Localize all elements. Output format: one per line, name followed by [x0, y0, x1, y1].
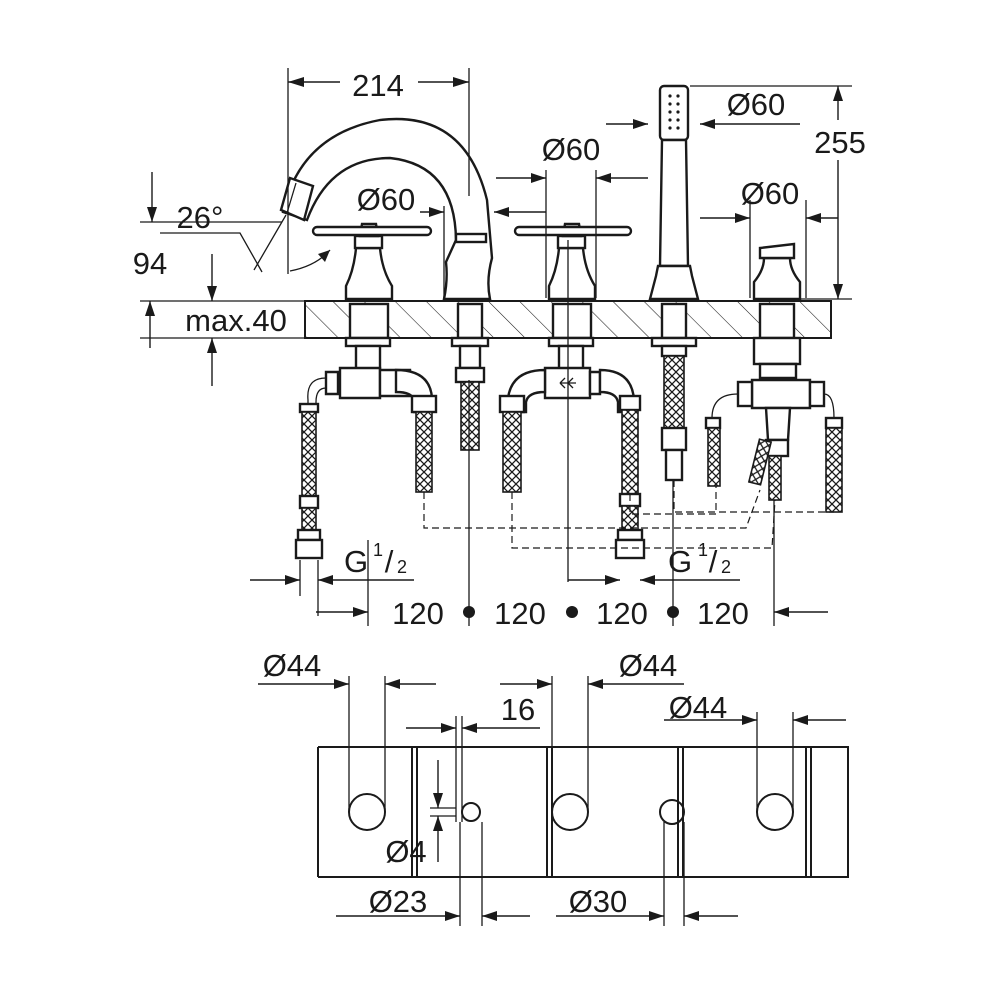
spacing-dot-2: [566, 606, 578, 618]
handshower-height-label: 255: [814, 125, 866, 160]
dim-26deg: 26°: [160, 200, 331, 273]
hole-middle: [551, 793, 589, 831]
spacing-label-3: 120: [596, 596, 648, 631]
thread-right: G 1 / 2: [567, 240, 740, 585]
hole-right: [756, 793, 794, 831]
hole-diam-3-label: Ø44: [669, 690, 728, 725]
spout: [279, 117, 494, 384]
diverter: [711, 242, 835, 458]
hole-diam-2-label: Ø44: [619, 648, 678, 683]
dim-hole-44-left: Ø44: [258, 648, 436, 812]
spout-base-diameter-label: Ø60: [542, 132, 601, 167]
spray-face: [668, 94, 680, 130]
dim-handle-diam: Ø60: [357, 182, 546, 298]
diverter-diameter-label: Ø60: [741, 176, 800, 211]
spout-reach-label: 214: [352, 68, 404, 103]
spacing-dot-1: [463, 606, 475, 618]
pin-diameter-label: Ø4: [385, 834, 426, 869]
offset-16-label: 16: [501, 692, 535, 727]
hole-diverter: [659, 799, 685, 825]
handle-diameter-label: Ø60: [357, 182, 416, 217]
dim-hole-44-middle: Ø44: [500, 648, 684, 812]
dim-214: 214: [287, 68, 470, 274]
thread-right-g: G: [668, 544, 692, 579]
cutout-plan: [317, 746, 849, 878]
dim-pin-4: Ø4: [385, 760, 456, 869]
dim-23: Ø23: [336, 822, 530, 926]
thread-left-den: 2: [397, 557, 407, 577]
deck-thickness-label: max.40: [185, 303, 287, 338]
spacing-label-1: 120: [392, 596, 444, 631]
supply-hoses: [294, 381, 844, 560]
thread-left-num: 1: [373, 540, 383, 560]
thread-left-g: G: [344, 544, 368, 579]
cold-handle: [307, 222, 438, 414]
dim-deck: max.40: [145, 301, 287, 386]
spacing-row: 120 120 120 120: [316, 380, 828, 631]
spout-angle-label: 26°: [177, 200, 224, 235]
hole-left: [348, 793, 386, 831]
dim-hole-44-right: Ø44: [664, 690, 846, 812]
dim-diverter-diam: Ø60: [700, 176, 838, 298]
thread-right-den: 2: [721, 557, 731, 577]
spout-height-label: 94: [133, 246, 167, 281]
handshower-diameter-label: Ø60: [727, 87, 786, 122]
dim-spout-base: Ø60: [496, 132, 648, 298]
spacing-label-4: 120: [697, 596, 749, 631]
dim-30: Ø30: [556, 822, 738, 926]
dim-255: 255: [690, 85, 866, 300]
spacing-label-2: 120: [494, 596, 546, 631]
diverter-hole-diameter-label: Ø30: [569, 884, 628, 919]
pin-hole-diameter-label: Ø23: [369, 884, 428, 919]
hose-routes: [423, 480, 834, 549]
spacing-dot-3: [667, 606, 679, 618]
hole-pin: [461, 802, 481, 822]
thread-right-slash: /: [709, 544, 718, 579]
thread-left: G 1 / 2: [250, 540, 414, 616]
dim-94: 94: [133, 172, 282, 301]
handshower: [648, 84, 700, 482]
thread-left-slash: /: [385, 544, 394, 579]
dim-handshower-diam: Ø60: [606, 87, 800, 129]
dim-16: 16: [406, 692, 540, 822]
hole-diam-1-label: Ø44: [263, 648, 322, 683]
thread-right-num: 1: [698, 540, 708, 560]
